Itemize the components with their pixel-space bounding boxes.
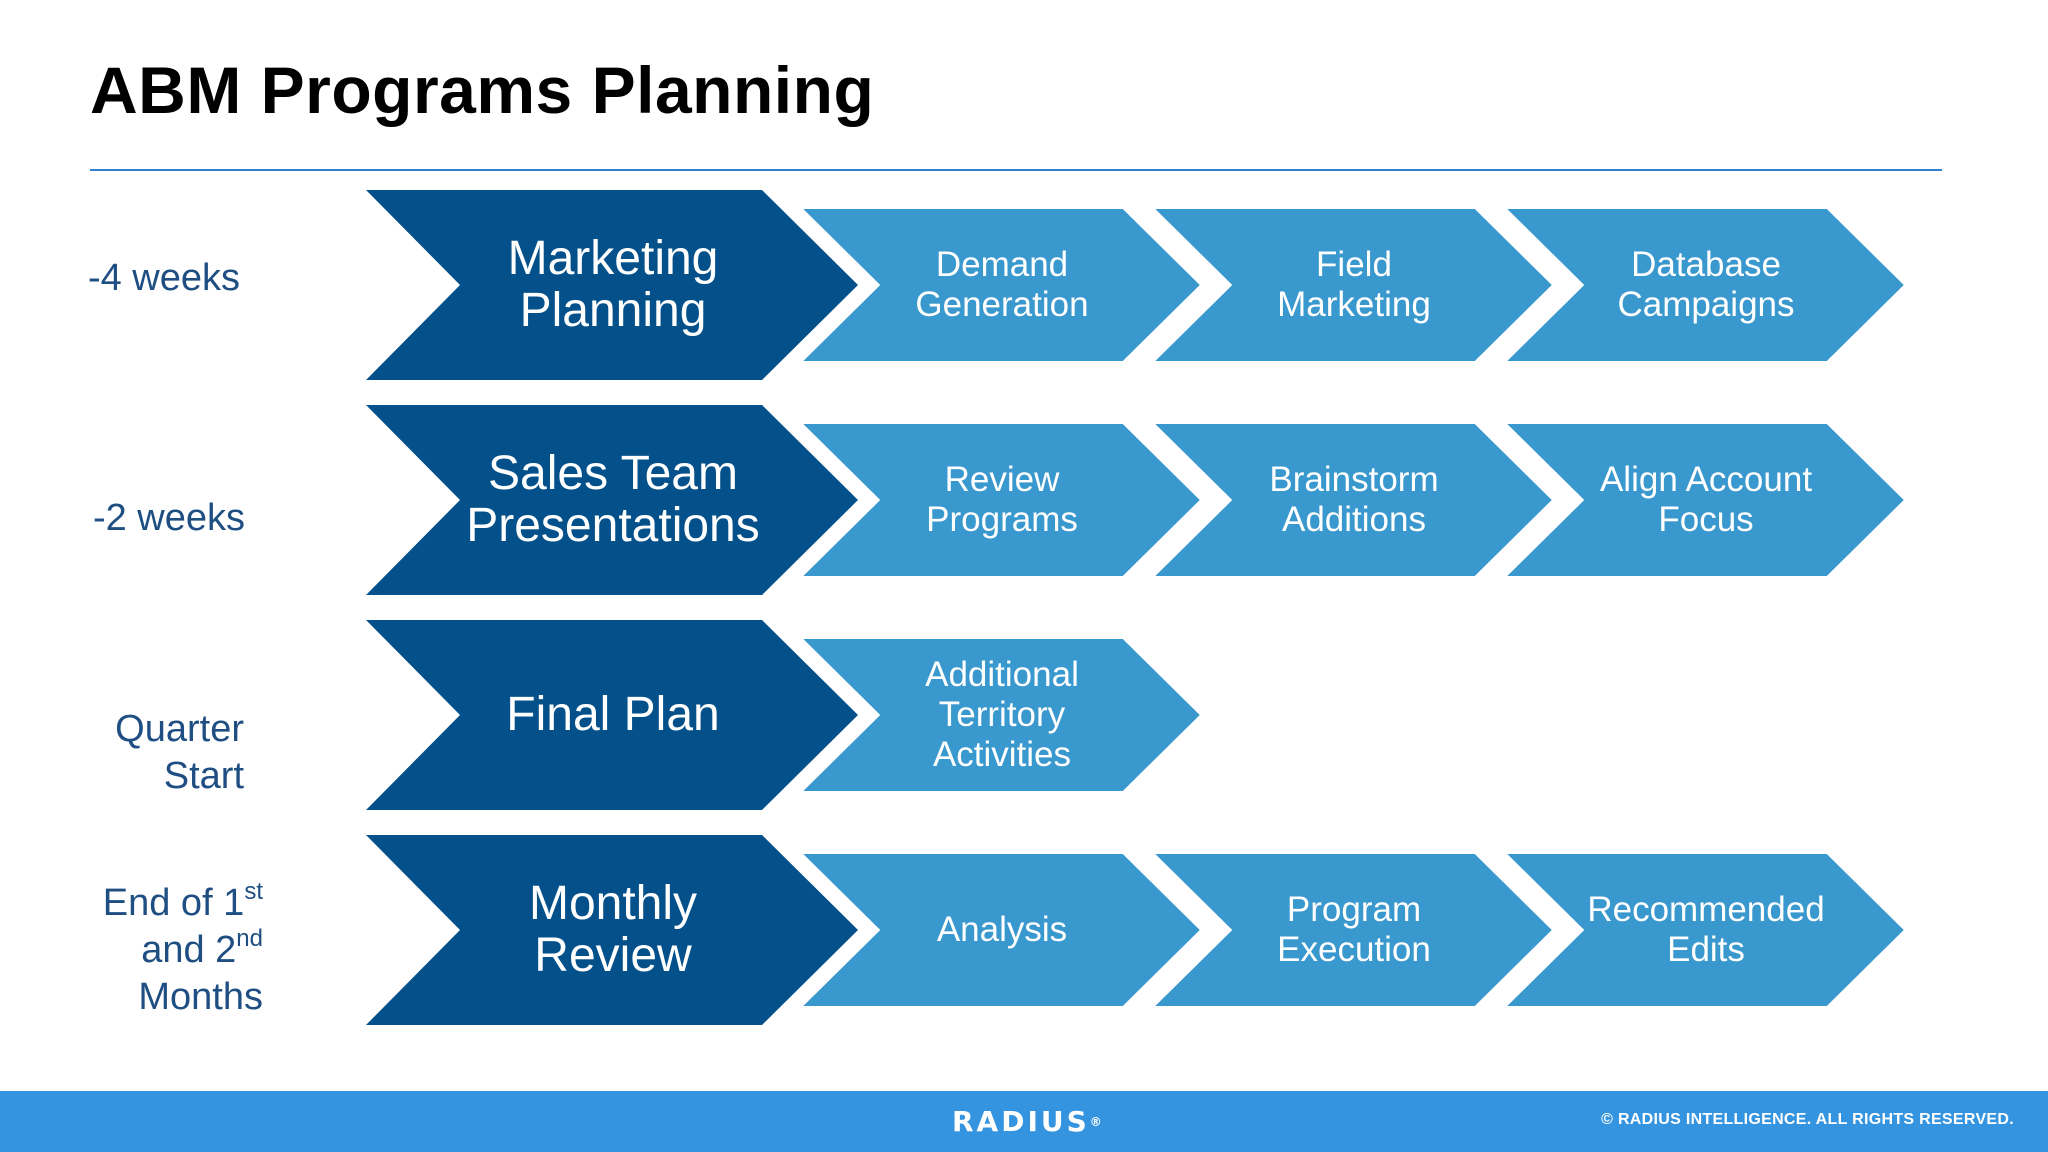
step-chevron-label-2-3-line: Align Account xyxy=(1599,460,1813,499)
row-timing-label-2: -2 weeks xyxy=(93,495,245,542)
step-chevron-2-2 xyxy=(1140,418,1561,582)
footer-bar xyxy=(0,1091,2048,1152)
step-chevron-2-1 xyxy=(788,418,1209,582)
step-chevron-label-4-2-line: Program xyxy=(1286,890,1422,929)
process-chevron-diagram xyxy=(366,190,1913,1025)
main-chevron-label-3-line: Final Plan xyxy=(506,688,720,741)
slide-title: ABM Programs Planning xyxy=(90,53,875,127)
main-chevron-3 xyxy=(366,620,858,810)
ordinal-superscript: nd xyxy=(236,925,263,953)
step-chevron-label-2-3-line: Focus xyxy=(1658,500,1754,539)
step-chevron-label-3-1-line: Territory xyxy=(938,695,1066,734)
step-chevron-label-1-3-line: Campaigns xyxy=(1617,285,1795,324)
step-chevron-4-2 xyxy=(1140,848,1561,1012)
step-chevron-label-1-1-line: Generation xyxy=(915,285,1089,324)
main-chevron-label-2-line: Presentations xyxy=(466,499,760,552)
step-chevron-label-1-1-line: Demand xyxy=(935,245,1069,284)
row-timing-label-line: Start xyxy=(163,755,244,797)
step-chevron-label-2-1-line: Programs xyxy=(926,500,1078,539)
step-chevron-4-3 xyxy=(1492,848,1913,1012)
row-timing-label-1: -4 weeks xyxy=(88,255,240,302)
main-chevron-1 xyxy=(366,190,858,380)
main-chevron-label-2-line: Sales Team xyxy=(488,447,738,500)
row-timing-label-line: End of 1st xyxy=(102,878,263,924)
step-chevron-4-1 xyxy=(788,848,1209,1012)
step-chevron-label-1-2-line: Marketing xyxy=(1277,285,1431,324)
main-chevron-2 xyxy=(366,405,858,595)
step-chevron-label-4-3-line: Edits xyxy=(1667,930,1745,969)
row-timing-label-line: and 2nd xyxy=(141,925,263,971)
step-chevron-label-4-3-line: Recommended xyxy=(1587,890,1825,929)
main-chevron-label-4-line: Review xyxy=(534,929,692,982)
step-chevron-1-3 xyxy=(1492,203,1913,367)
main-chevron-label-4-line: Monthly xyxy=(528,877,698,930)
row-timing-label-line: Quarter xyxy=(115,708,244,750)
step-chevron-1-1 xyxy=(788,203,1209,367)
radius-logo: RADIUS® xyxy=(952,1105,1102,1138)
title-divider xyxy=(90,169,1942,171)
step-chevron-label-2-2-line: Brainstorm xyxy=(1269,460,1439,499)
step-chevron-1-2 xyxy=(1140,203,1561,367)
main-chevron-label-1-line: Marketing xyxy=(507,232,719,285)
step-chevron-label-1-2-line: Field xyxy=(1316,245,1392,284)
main-chevron-label-1-line: Planning xyxy=(519,284,707,337)
row-timing-label-line: -4 weeks xyxy=(87,257,240,299)
step-chevron-label-2-1-line: Review xyxy=(944,460,1060,499)
ordinal-superscript: st xyxy=(244,878,263,906)
step-chevron-2-3 xyxy=(1492,418,1913,582)
step-chevron-3-1 xyxy=(788,633,1209,797)
step-chevron-label-4-2-line: Execution xyxy=(1277,930,1431,969)
step-chevron-label-1-3-line: Database xyxy=(1631,245,1781,284)
step-chevron-label-2-2-line: Additions xyxy=(1282,500,1426,539)
step-chevron-label-3-1-line: Activities xyxy=(932,735,1072,774)
step-chevron-label-3-1-line: Additional xyxy=(925,655,1079,694)
step-chevron-label-4-1-line: Analysis xyxy=(936,910,1068,949)
main-chevron-label-3: Final Plan xyxy=(448,620,778,810)
row-timing-label-line: Months xyxy=(138,976,263,1018)
main-chevron-4 xyxy=(366,835,858,1025)
step-chevron-label-4-1: Analysis xyxy=(852,835,1152,1025)
row-timing-label-line: -2 weeks xyxy=(92,497,245,539)
copyright-notice: © RADIUS INTELLIGENCE. ALL RIGHTS RESERV… xyxy=(1601,1111,2014,1128)
